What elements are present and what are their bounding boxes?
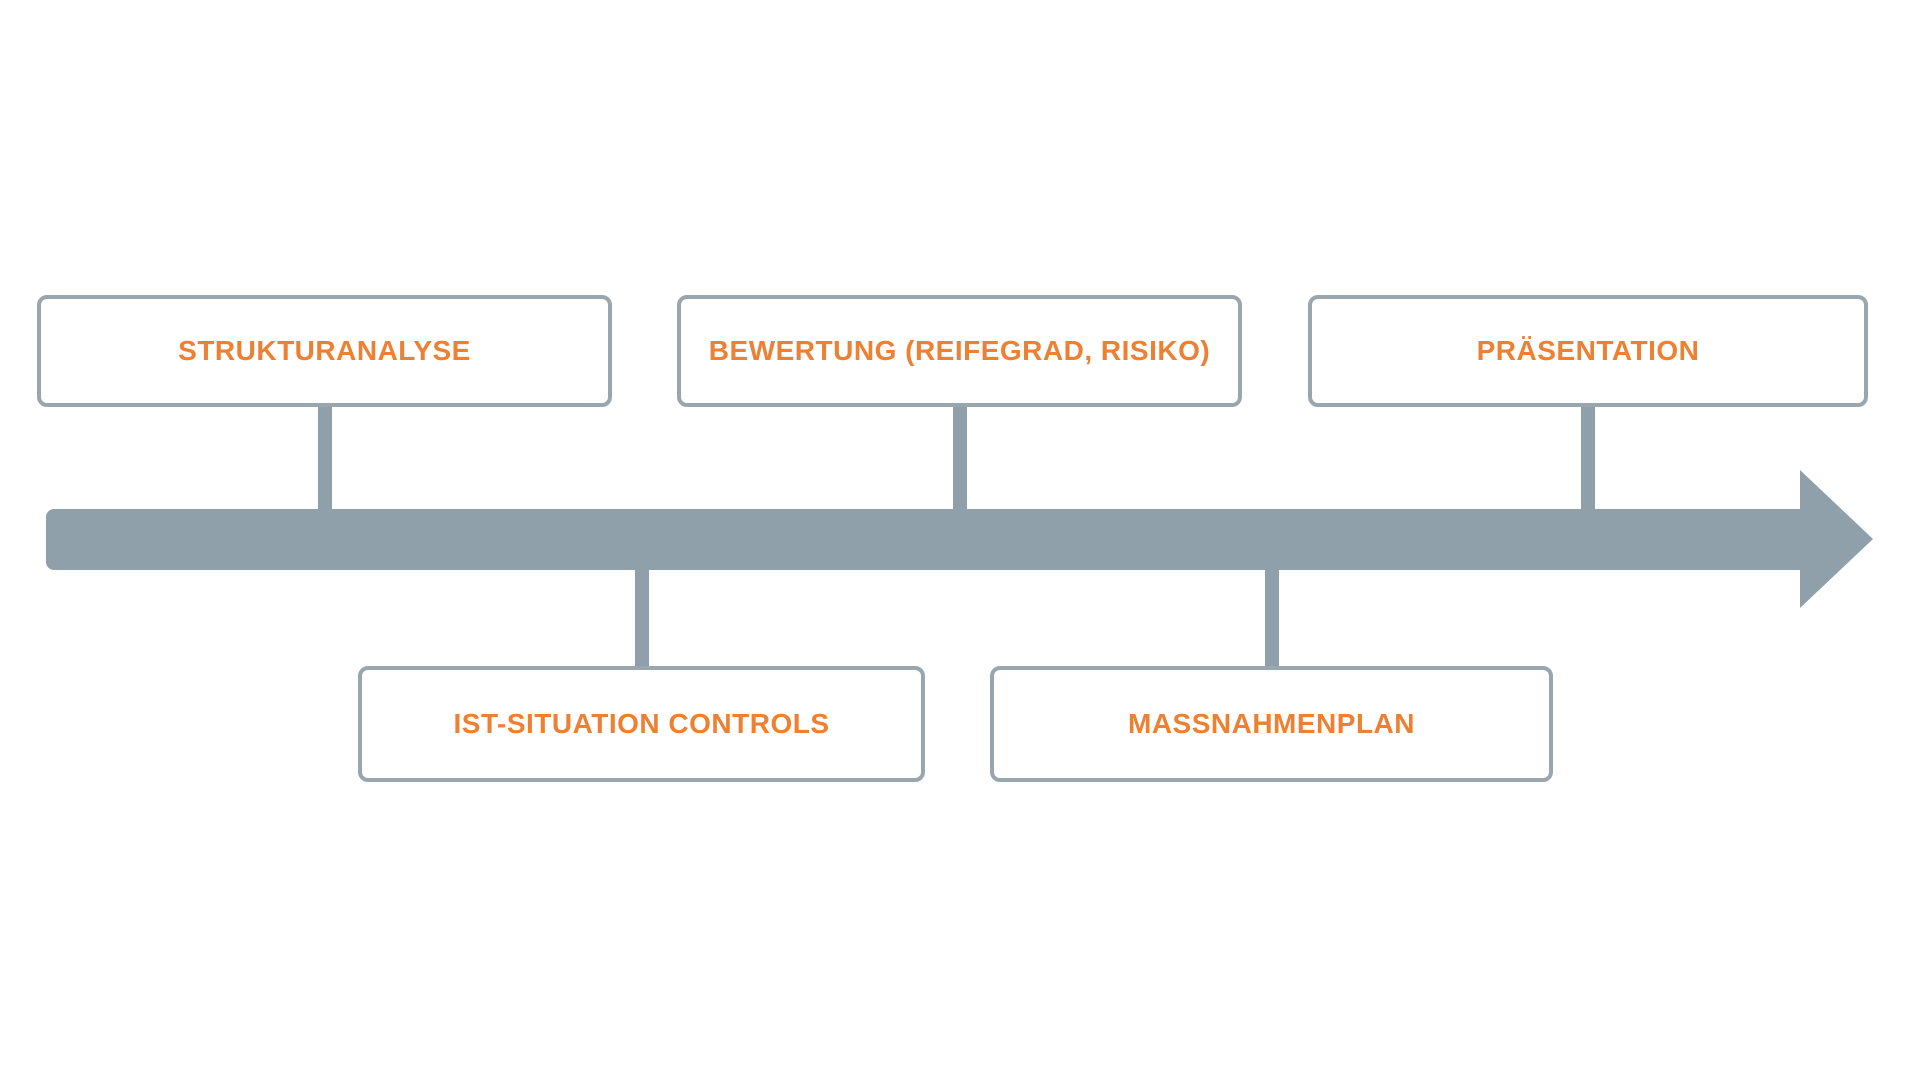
connector-praesentation [1581,405,1595,511]
step-label-bewertung: BEWERTUNG (REIFEGRAD, RISIKO) [708,335,1211,366]
timeline-arrow-head-icon [1800,470,1873,608]
timeline-arrow-shaft [46,509,1800,570]
step-label-strukturanalyse: STRUKTURANALYSE [178,335,471,366]
connector-strukturanalyse [318,405,332,511]
step-box-massnahmenplan: MASSNAHMENPLAN [990,666,1553,782]
connector-ist-situation [635,568,649,668]
connector-massnahmenplan [1265,568,1279,668]
step-label-ist-situation-controls: IST-SITUATION CONTROLS [453,708,830,739]
step-box-bewertung: BEWERTUNG (REIFEGRAD, RISIKO) [677,295,1242,407]
step-label-praesentation: PRÄSENTATION [1476,335,1700,366]
step-box-praesentation: PRÄSENTATION [1308,295,1868,407]
step-box-ist-situation-controls: IST-SITUATION CONTROLS [358,666,925,782]
connector-bewertung [953,405,967,511]
step-label-massnahmenplan: MASSNAHMENPLAN [1128,708,1415,739]
step-box-strukturanalyse: STRUKTURANALYSE [37,295,612,407]
